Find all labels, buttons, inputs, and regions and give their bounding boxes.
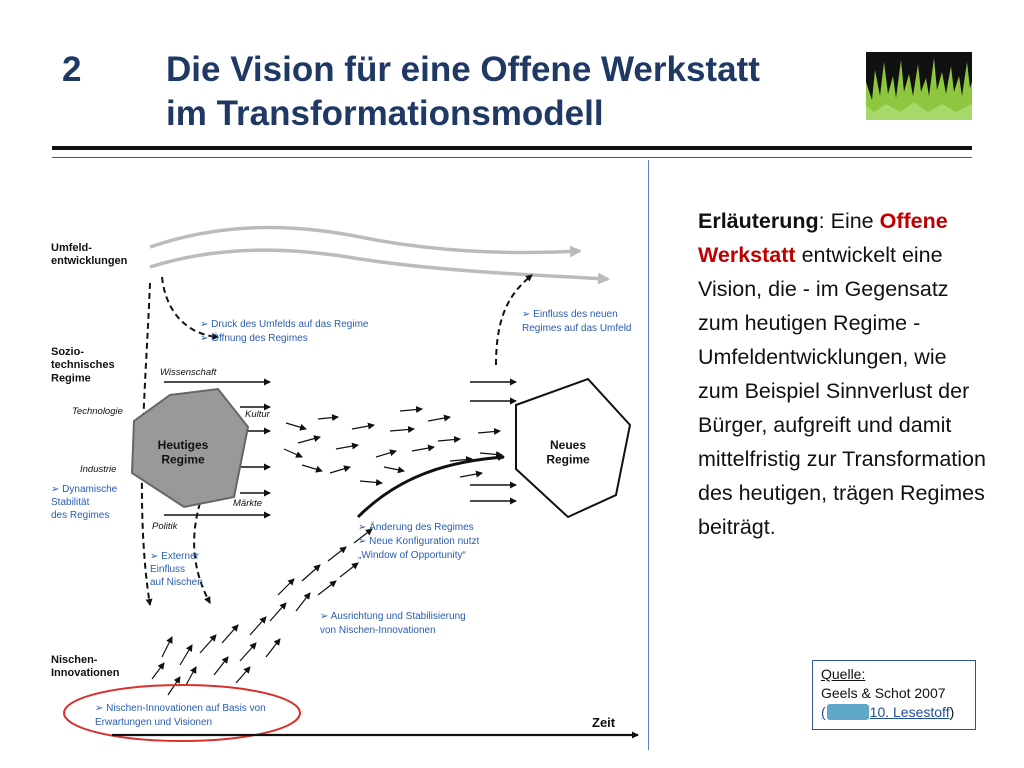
- source-link[interactable]: (10. Lesestoff: [821, 704, 950, 720]
- new-regime-influence-arrow: [495, 274, 533, 366]
- landscape-wave-arrows: [149, 225, 610, 285]
- title-line-1: Die Vision für eine Offene Werkstatt: [166, 50, 760, 89]
- explanation-text: Erläuterung: Eine Offene Werkstatt entwi…: [698, 204, 988, 544]
- note-alignment-2: von Nischen-Innovationen: [320, 625, 436, 636]
- column-divider: [648, 160, 649, 750]
- current-regime-hexagon: [130, 387, 250, 509]
- section-number: 2: [62, 50, 82, 89]
- niche-focus-ellipse: [63, 684, 301, 742]
- note-alignment-1: ➢ Ausrichtung und Stabilisierung: [320, 611, 466, 622]
- title-rule-thick: [52, 146, 972, 150]
- diagram-notes: ➢ Druck des Umfelds auf das Regime ➢ Öff…: [51, 309, 632, 728]
- note-landscape-pressure-2: ➢ Öffnung des Regimes: [200, 332, 308, 344]
- regime-change-arrow: [356, 453, 505, 519]
- explanation-term: Erläuterung: [698, 209, 819, 233]
- time-axis-label: Zeit: [592, 715, 616, 730]
- explanation-highlight: Offene Werkstatt: [698, 209, 948, 267]
- note-new-regime-influence-2: Regimes auf das Umfeld: [522, 323, 632, 334]
- landscape-pressure-arrow: [161, 276, 219, 341]
- source-box: Quelle: Geels & Schot 2007 (10. Lesestof…: [812, 660, 976, 730]
- grass-logo-icon: [866, 52, 972, 120]
- note-dynamic-stability-2: Stabilität: [51, 497, 90, 508]
- dimension-maerkte: Märkte: [233, 498, 262, 509]
- note-regime-change-3: „Window of Opportunity“: [358, 550, 466, 561]
- note-new-regime-influence-1: ➢ Einfluss des neuen: [522, 309, 618, 320]
- title-rule-thin: [52, 157, 972, 158]
- note-external-influence-3: auf Nischen: [150, 577, 203, 588]
- dimension-industrie: Industrie: [80, 464, 116, 475]
- dimension-politik: Politik: [152, 521, 179, 532]
- source-link-line: (10. Lesestoff): [821, 703, 967, 722]
- scattered-niche-arrows: [151, 528, 373, 696]
- title-line-2: im Transformationsmodell: [166, 94, 604, 133]
- scattered-regime-arrows: [283, 406, 503, 486]
- note-dynamic-stability-3: des Regimes: [51, 510, 109, 521]
- note-regime-change-2: ➢ Neue Konfiguration nutzt: [358, 536, 479, 547]
- source-label: Quelle:: [821, 666, 866, 682]
- level-landscape: Umfeld-entwicklungen: [51, 242, 128, 267]
- dimension-technologie: Technologie: [72, 406, 123, 417]
- note-external-influence-2: Einfluss: [150, 564, 185, 575]
- note-external-influence-1: ➢ Externer: [150, 551, 200, 562]
- dimension-kultur: Kultur: [245, 409, 271, 420]
- note-niche-basis-1: ➢ Nischen-Innovationen auf Basis von: [95, 703, 266, 714]
- note-niche-basis-2: Erwartungen und Visionen: [95, 717, 212, 728]
- source-citation: Geels & Schot 2007: [821, 685, 946, 701]
- new-regime-hexagon: [515, 377, 632, 519]
- note-dynamic-stability-1: ➢ Dynamische: [51, 484, 118, 495]
- source-link-suffix: ): [949, 704, 955, 720]
- regime-to-niche-arrow: [193, 502, 211, 604]
- explanation-body: entwickelt eine Vision, die - im Gegensa…: [698, 243, 986, 539]
- regime-dimension-arrows: [164, 378, 517, 519]
- explanation-intro: : Eine: [818, 209, 874, 233]
- handshake-icon: [826, 704, 869, 720]
- note-regime-change-1: ➢ Änderung des Regimes: [358, 521, 474, 533]
- note-landscape-pressure-1: ➢ Druck des Umfelds auf das Regime: [200, 319, 369, 330]
- level-niches: Nischen-Innovationen: [51, 654, 120, 679]
- dimension-wissenschaft: Wissenschaft: [160, 367, 217, 378]
